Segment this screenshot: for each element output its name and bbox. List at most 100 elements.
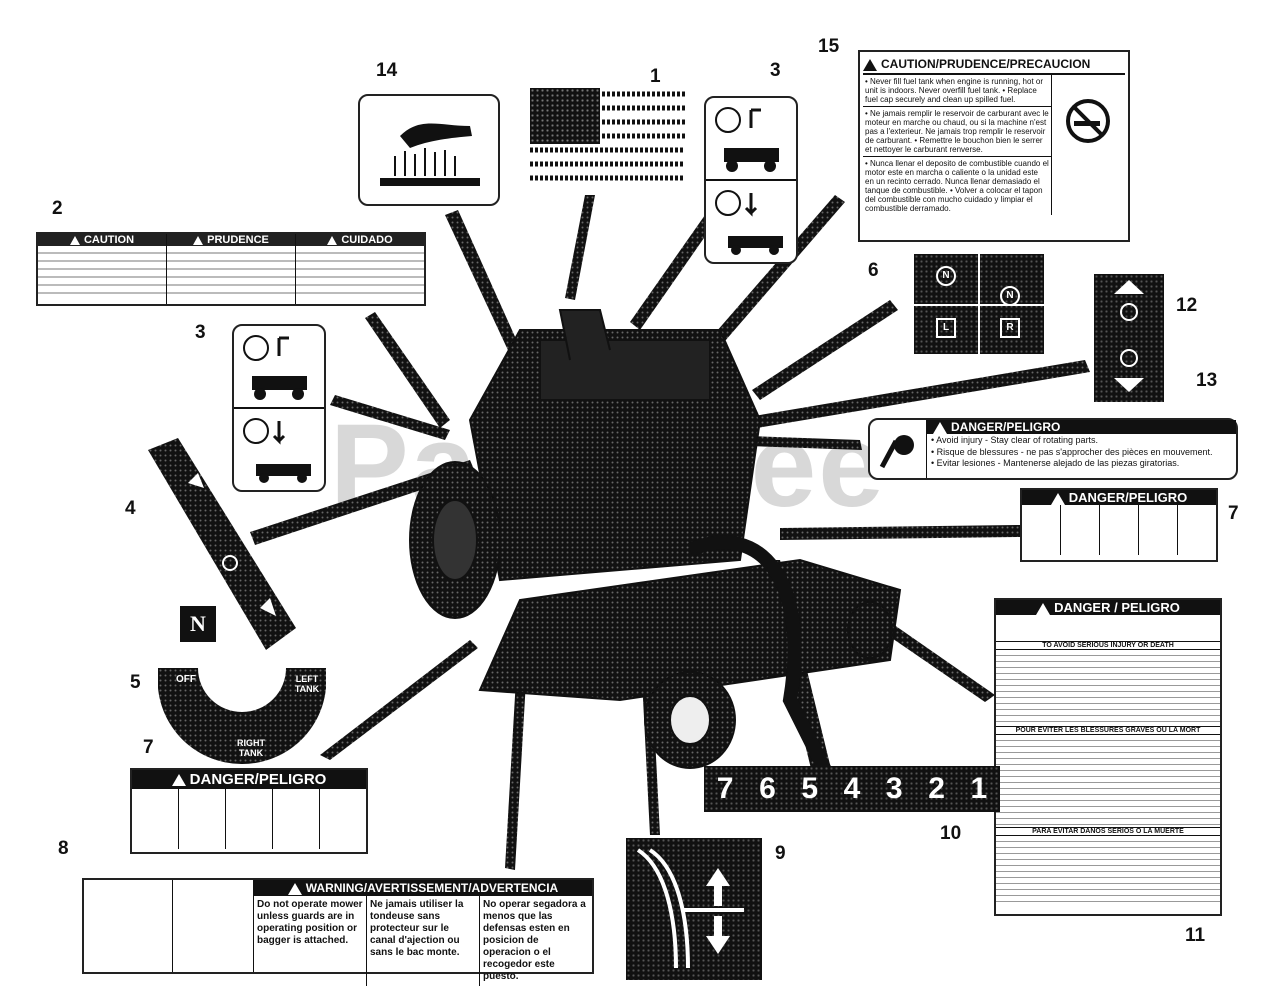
callout-7b: 7	[143, 737, 154, 758]
danger-text-en	[996, 650, 1220, 726]
speed-icon	[222, 555, 238, 571]
height-scale-decal: 7 6 5 4 3 2 1	[704, 766, 1000, 812]
height-digit-2: 2	[928, 772, 945, 805]
height-digit-4: 4	[843, 772, 861, 805]
cut-hazard-icon	[1139, 505, 1178, 555]
bystander-icon	[1100, 505, 1139, 555]
warning-triangle-icon	[863, 58, 877, 71]
callout-6: 6	[868, 260, 879, 281]
caution-text-es	[296, 246, 424, 298]
hand-hazard-decal	[358, 94, 500, 206]
danger-sub-es: PARA EVITAR DANOS SERIOS O LA MUERTE	[996, 827, 1220, 836]
neutral-icon-2: N	[1000, 286, 1020, 306]
danger-sub-en: TO AVOID SERIOUS INJURY OR DEATH	[996, 642, 1220, 650]
caution-header-en: CAUTION	[38, 234, 166, 246]
danger-instructions-header: DANGER / PELIGRO	[996, 600, 1220, 615]
neutral-icon: N	[936, 266, 956, 286]
danger-instructions-decal: DANGER / PELIGRO TO AVOID SERIOUS INJURY…	[994, 598, 1222, 916]
lift-control-decal	[1094, 274, 1164, 402]
callout-12: 12	[1176, 295, 1198, 316]
callout-4: 4	[125, 498, 136, 519]
height-digit-1: 1	[970, 772, 988, 805]
fuel-right-tank-label: RIGHT TANK	[237, 738, 265, 758]
throttle-strip-decal	[148, 438, 296, 650]
callout-11: 11	[1185, 925, 1206, 946]
danger-header-right: DANGER/PELIGRO	[1022, 490, 1216, 505]
slope-hazard-icon	[132, 789, 179, 849]
callout-3: 3	[770, 60, 781, 81]
danger-pictogram-row	[996, 615, 1220, 642]
neutral-decal: N	[180, 606, 216, 642]
fuel-caution-header: CAUTION/PRUDENCE/PRECAUCION	[863, 55, 1125, 75]
no-children-icon	[1178, 505, 1216, 555]
fuel-caution-fr: • Ne jamais remplir le reservoir de carb…	[863, 107, 1051, 157]
steering-diagram-decal: N N L R	[914, 254, 1044, 354]
fuel-caution-decal: CAUTION/PRUDENCE/PRECAUCION • Never fill…	[858, 50, 1130, 242]
callout-9: 9	[775, 843, 786, 864]
thrown-object-icon	[179, 789, 226, 849]
callout-10: 10	[940, 823, 962, 844]
fuel-tank-selector-decal	[158, 668, 326, 765]
callout-1: 1	[650, 66, 661, 87]
callout-15: 15	[818, 36, 840, 57]
lift-lever-decal-left	[232, 324, 326, 492]
fuel-caution-en: • Never fill fuel tank when engine is ru…	[863, 75, 1051, 107]
slope-hazard-icon	[1022, 505, 1061, 555]
callout-7: 7	[1228, 503, 1239, 524]
flag-stars	[530, 88, 600, 144]
callout-13: 13	[1196, 370, 1218, 391]
danger-sub-fr: POUR EVITER LES BLESSURES GRAVES OU LA M…	[996, 726, 1220, 735]
no-smoking-icon	[1066, 99, 1111, 143]
chute-warning-decal: WARNING/AVERTISSEMENT/ADVERTENCIA Do not…	[82, 878, 594, 986]
chute-figure-icon	[84, 880, 173, 972]
chute-warning-header: WARNING/AVERTISSEMENT/ADVERTENCIA	[254, 880, 592, 896]
rotating-parts-header: DANGER/PELIGRO	[927, 420, 1236, 434]
callout-3b: 3	[195, 322, 206, 343]
callout-2: 2	[52, 198, 63, 219]
bystander-icon	[226, 789, 273, 849]
caution-text-en	[38, 246, 166, 298]
rotating-line-fr: • Risque de blessures - ne pas s'approch…	[931, 447, 1213, 457]
flag-decal	[530, 88, 685, 188]
mower-body	[409, 309, 902, 784]
height-digit-5: 5	[801, 772, 819, 805]
rotating-belt-icon	[879, 435, 914, 469]
lever-ride-icon	[234, 335, 324, 483]
caution-weight-decal: CAUTION PRUDENCE CUIDADO	[36, 232, 426, 306]
bagger-icon	[173, 880, 254, 972]
cut-hazard-icon	[273, 789, 320, 849]
callout-5: 5	[130, 672, 141, 693]
fuel-caution-title: CAUTION/PRUDENCE/PRECAUCION	[881, 57, 1091, 71]
chute-warning-es: No operar segadora a menos que las defen…	[483, 899, 586, 982]
height-digit-7: 7	[716, 772, 734, 805]
thrown-object-icon	[1061, 505, 1100, 555]
caution-text-fr	[167, 246, 295, 298]
hand-blade-icon	[380, 123, 480, 186]
rotating-line-es: • Evitar lesiones - Mantenerse alejado d…	[931, 458, 1180, 468]
lift-lever-decal-top	[704, 96, 798, 264]
danger-header-left: DANGER/PELIGRO	[132, 770, 366, 789]
deck-arrow-icon	[636, 848, 744, 969]
danger-pictogram-decal-left: DANGER/PELIGRO	[130, 768, 368, 854]
deck-lift-decal	[626, 838, 762, 980]
no-children-icon	[320, 789, 366, 849]
danger-pictogram-decal-right: DANGER/PELIGRO	[1020, 488, 1218, 562]
caution-header-fr: PRUDENCE	[167, 234, 295, 246]
up-down-arrow-icon	[1114, 280, 1144, 392]
height-digit-6: 6	[759, 772, 776, 805]
callout-14: 14	[376, 60, 398, 81]
rotating-line-en: • Avoid injury - Stay clear of rotating …	[931, 435, 1099, 445]
danger-text-fr	[996, 735, 1220, 827]
fuel-off-label: OFF	[176, 674, 196, 685]
arrow-icon	[188, 473, 204, 488]
callout-8: 8	[58, 838, 69, 859]
right-turn-icon: R	[1000, 318, 1020, 338]
left-turn-icon: L	[936, 318, 956, 338]
danger-text-es	[996, 836, 1220, 906]
height-digit-3: 3	[885, 772, 903, 805]
lever-ride-icon	[706, 107, 796, 255]
fuel-left-tank-label: LEFT TANK	[294, 674, 320, 694]
caution-header-es: CUIDADO	[296, 234, 424, 246]
flag-stripes-icon	[530, 91, 685, 181]
